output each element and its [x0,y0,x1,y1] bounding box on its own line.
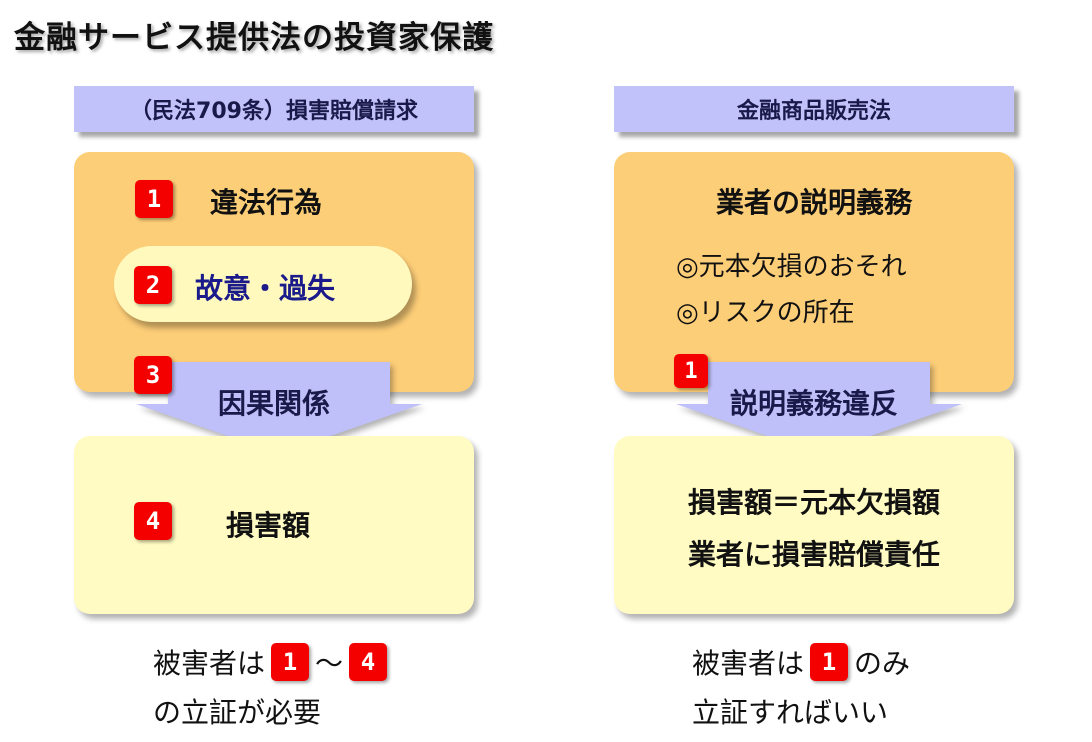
right-header: 金融商品販売法 [614,86,1014,132]
left-footer-line2: の立証が必要 [153,696,322,729]
right-footer-suffix: のみ [854,647,911,680]
result-line-1: 損害額＝元本欠損額 [687,486,940,519]
duty-point-2: ◎リスクの所在 [676,298,855,328]
footer-badge-1: 1 [271,643,310,681]
item-causation: 因果関係 [217,387,330,420]
item-damage-amount: 損害額 [226,509,311,542]
right-footer-prefix: 被害者は [692,647,805,680]
right-footer-line2: 立証すればいい [692,696,889,729]
duty-point-1: ◎元本欠損のおそれ [676,252,907,282]
footer-badge-4: 4 [349,643,388,681]
right-result-panel [614,436,1014,614]
left-down-arrow [136,362,422,454]
page-title: 金融サービス提供法の投資家保護 [14,20,494,56]
right-footer-line1: 被害者は 1 のみ [692,642,910,682]
badge-1: 1 [135,180,173,218]
badge-3: 3 [134,356,172,394]
right-badge-1: 1 [674,354,708,388]
item-intent-negligence: 故意・過失 [195,272,336,305]
badge-4: 4 [134,502,172,540]
duty-title: 業者の説明義務 [715,186,912,219]
right-duty-panel [614,152,1014,392]
left-footer-line1: 被害者は 1 ～ 4 [153,642,393,682]
left-header: （民法709条）損害賠償請求 [74,86,474,132]
explanation-breach-label: 説明義務違反 [729,387,898,420]
right-down-arrow [676,362,962,454]
item-illegal-act: 違法行為 [210,186,323,219]
right-footer-badge-1: 1 [810,643,849,681]
left-footer-sep: ～ [315,647,344,680]
left-footer-prefix: 被害者は [153,647,266,680]
badge-2: 2 [134,266,172,304]
result-line-2: 業者に損害賠償責任 [687,538,940,571]
